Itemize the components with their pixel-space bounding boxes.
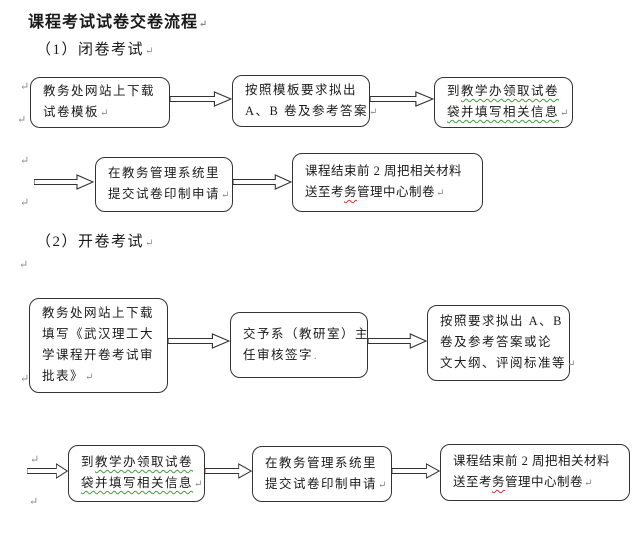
paragraph-mark: ↵: [20, 373, 30, 385]
box-text: 管理中心制卷: [357, 185, 436, 199]
paragraph-mark: ↵: [20, 155, 30, 167]
section-heading-open-book: （2）开卷考试↵: [36, 230, 153, 251]
box-text: 到: [447, 84, 462, 98]
flow-box-draft-ab-papers: 按照模板要求拟出 A、B 卷及参考答案↵: [232, 75, 377, 127]
paragraph-mark: ↵: [567, 359, 576, 370]
box-text: 卷及参考答案或论: [440, 335, 553, 349]
box-text: 学课程开卷考试审: [42, 348, 155, 362]
page-title-text: 课程考试试卷交卷流程: [28, 14, 199, 31]
paragraph-mark: ↵: [369, 106, 378, 118]
paragraph-mark: ↵: [19, 259, 29, 271]
box-text-spellcheck: 袋并填写相关信息: [81, 476, 194, 490]
paragraph-mark: ↵: [30, 454, 40, 466]
flow-arrow-right-icon: [205, 463, 252, 479]
paragraph-mark: ↵: [29, 496, 39, 508]
box-text: 提交试卷印制申请: [265, 476, 378, 491]
box-text-spellcheck: 袋并填写相关信息: [447, 105, 560, 119]
flow-box-submit-print-request: 在教务管理系统里 提交试卷印制申请↵: [252, 446, 392, 502]
flow-arrow-right-icon: [168, 333, 230, 349]
flow-box-get-paper-bag: 到教学办领取试卷 袋并填写相关信息↵: [68, 445, 205, 502]
flow-box-send-materials: 课程结束前 2 周把相关材料 送至考务管理中心制卷↵: [440, 444, 630, 501]
flow-box-director-signature: 交予系（教研室）主 任审核签字.: [230, 312, 368, 378]
box-text: 试卷模板: [43, 105, 100, 119]
flow-arrow-right-icon: [370, 91, 434, 107]
box-text: 送至考: [453, 475, 493, 489]
box-text: 送至考: [305, 185, 345, 199]
space-mark: .: [314, 350, 317, 362]
page-title: 课程考试试卷交卷流程↵: [28, 8, 207, 32]
flow-arrow-right-icon: [392, 463, 440, 479]
box-text: 管理中心制卷: [505, 475, 584, 489]
box-text-spellcheck: 务: [492, 475, 506, 489]
flow-arrow-right-icon: [34, 174, 94, 190]
section-heading-text: （2）开卷考试: [36, 234, 145, 250]
paragraph-mark: ↵: [20, 81, 30, 93]
flow-box-draft-papers-or-outline: 按照要求拟出 A、B 卷及参考答案或论 文大纲、评阅标准等↵: [427, 305, 575, 381]
paragraph-mark: ↵: [194, 479, 203, 490]
paragraph-mark: ↵: [100, 108, 109, 119]
paragraph-mark: ↵: [145, 46, 154, 57]
flow-arrow-right-icon: [170, 91, 232, 107]
paragraph-mark: ↵: [221, 190, 230, 201]
flow-box-download-template: 教务处网站上下载 试卷模板↵: [30, 77, 170, 128]
flow-arrow-right-icon: [368, 333, 427, 349]
paragraph-mark: ↵: [85, 372, 94, 383]
box-text: 课程结束前 2 周把相关材料: [453, 454, 611, 468]
box-text: 到: [81, 455, 96, 469]
paragraph-mark: ↵: [584, 478, 593, 489]
box-text: 在教务管理系统里: [265, 455, 378, 470]
box-text-spellcheck: 务: [344, 185, 358, 199]
box-text: 教务处网站上下载: [42, 306, 155, 320]
box-text: 教务处网站上下载: [43, 84, 156, 98]
paragraph-mark: ↵: [560, 108, 569, 119]
box-text: 按照要求拟出 A、B: [440, 314, 563, 328]
box-text-spellcheck: 教学办领取试卷: [461, 84, 560, 98]
flow-arrow-right-icon: [27, 463, 68, 479]
flow-box-get-paper-bag: 到教学办领取试卷 袋并填写相关信息↵: [434, 77, 573, 128]
box-text: 课程结束前 2 周把相关材料: [305, 164, 463, 178]
box-text: 交予系（教研室）主: [243, 326, 370, 341]
flow-box-download-approval-form: 教务处网站上下载 填写《武汉理工大 学课程开卷考试审 批表》↵: [29, 298, 168, 393]
box-text: A、B 卷及参考答案: [245, 103, 368, 118]
paragraph-mark: ↵: [145, 238, 154, 249]
paragraph-mark: ↵: [436, 188, 445, 199]
paragraph-mark: ↵: [20, 197, 30, 209]
section-heading-closed-book: （1）闭卷考试↵: [36, 38, 153, 59]
flow-box-submit-print-request: 在教务管理系统里 提交试卷印制申请↵: [95, 157, 233, 212]
box-text: 提交试卷印制申请: [108, 187, 221, 201]
flow-box-send-materials: 课程结束前 2 周把相关材料 送至考务管理中心制卷↵: [292, 153, 483, 212]
box-text: 填写《武汉理工大: [42, 327, 155, 341]
paragraph-mark: ↵: [378, 479, 387, 491]
paragraph-mark: ↵: [199, 19, 208, 30]
paragraph-mark: ↵: [17, 114, 27, 126]
flow-arrow-right-icon: [233, 174, 292, 190]
box-text: 按照模板要求拟出: [245, 82, 358, 97]
section-heading-text: （1）闭卷考试: [36, 42, 145, 58]
box-text: 任审核签字: [243, 347, 314, 362]
box-text: 批表》: [42, 369, 85, 383]
box-text: 在教务管理系统里: [108, 166, 221, 180]
box-text-spellcheck: 教学办领取试卷: [95, 455, 194, 469]
box-text: 文大纲、评阅标准等: [440, 356, 567, 370]
